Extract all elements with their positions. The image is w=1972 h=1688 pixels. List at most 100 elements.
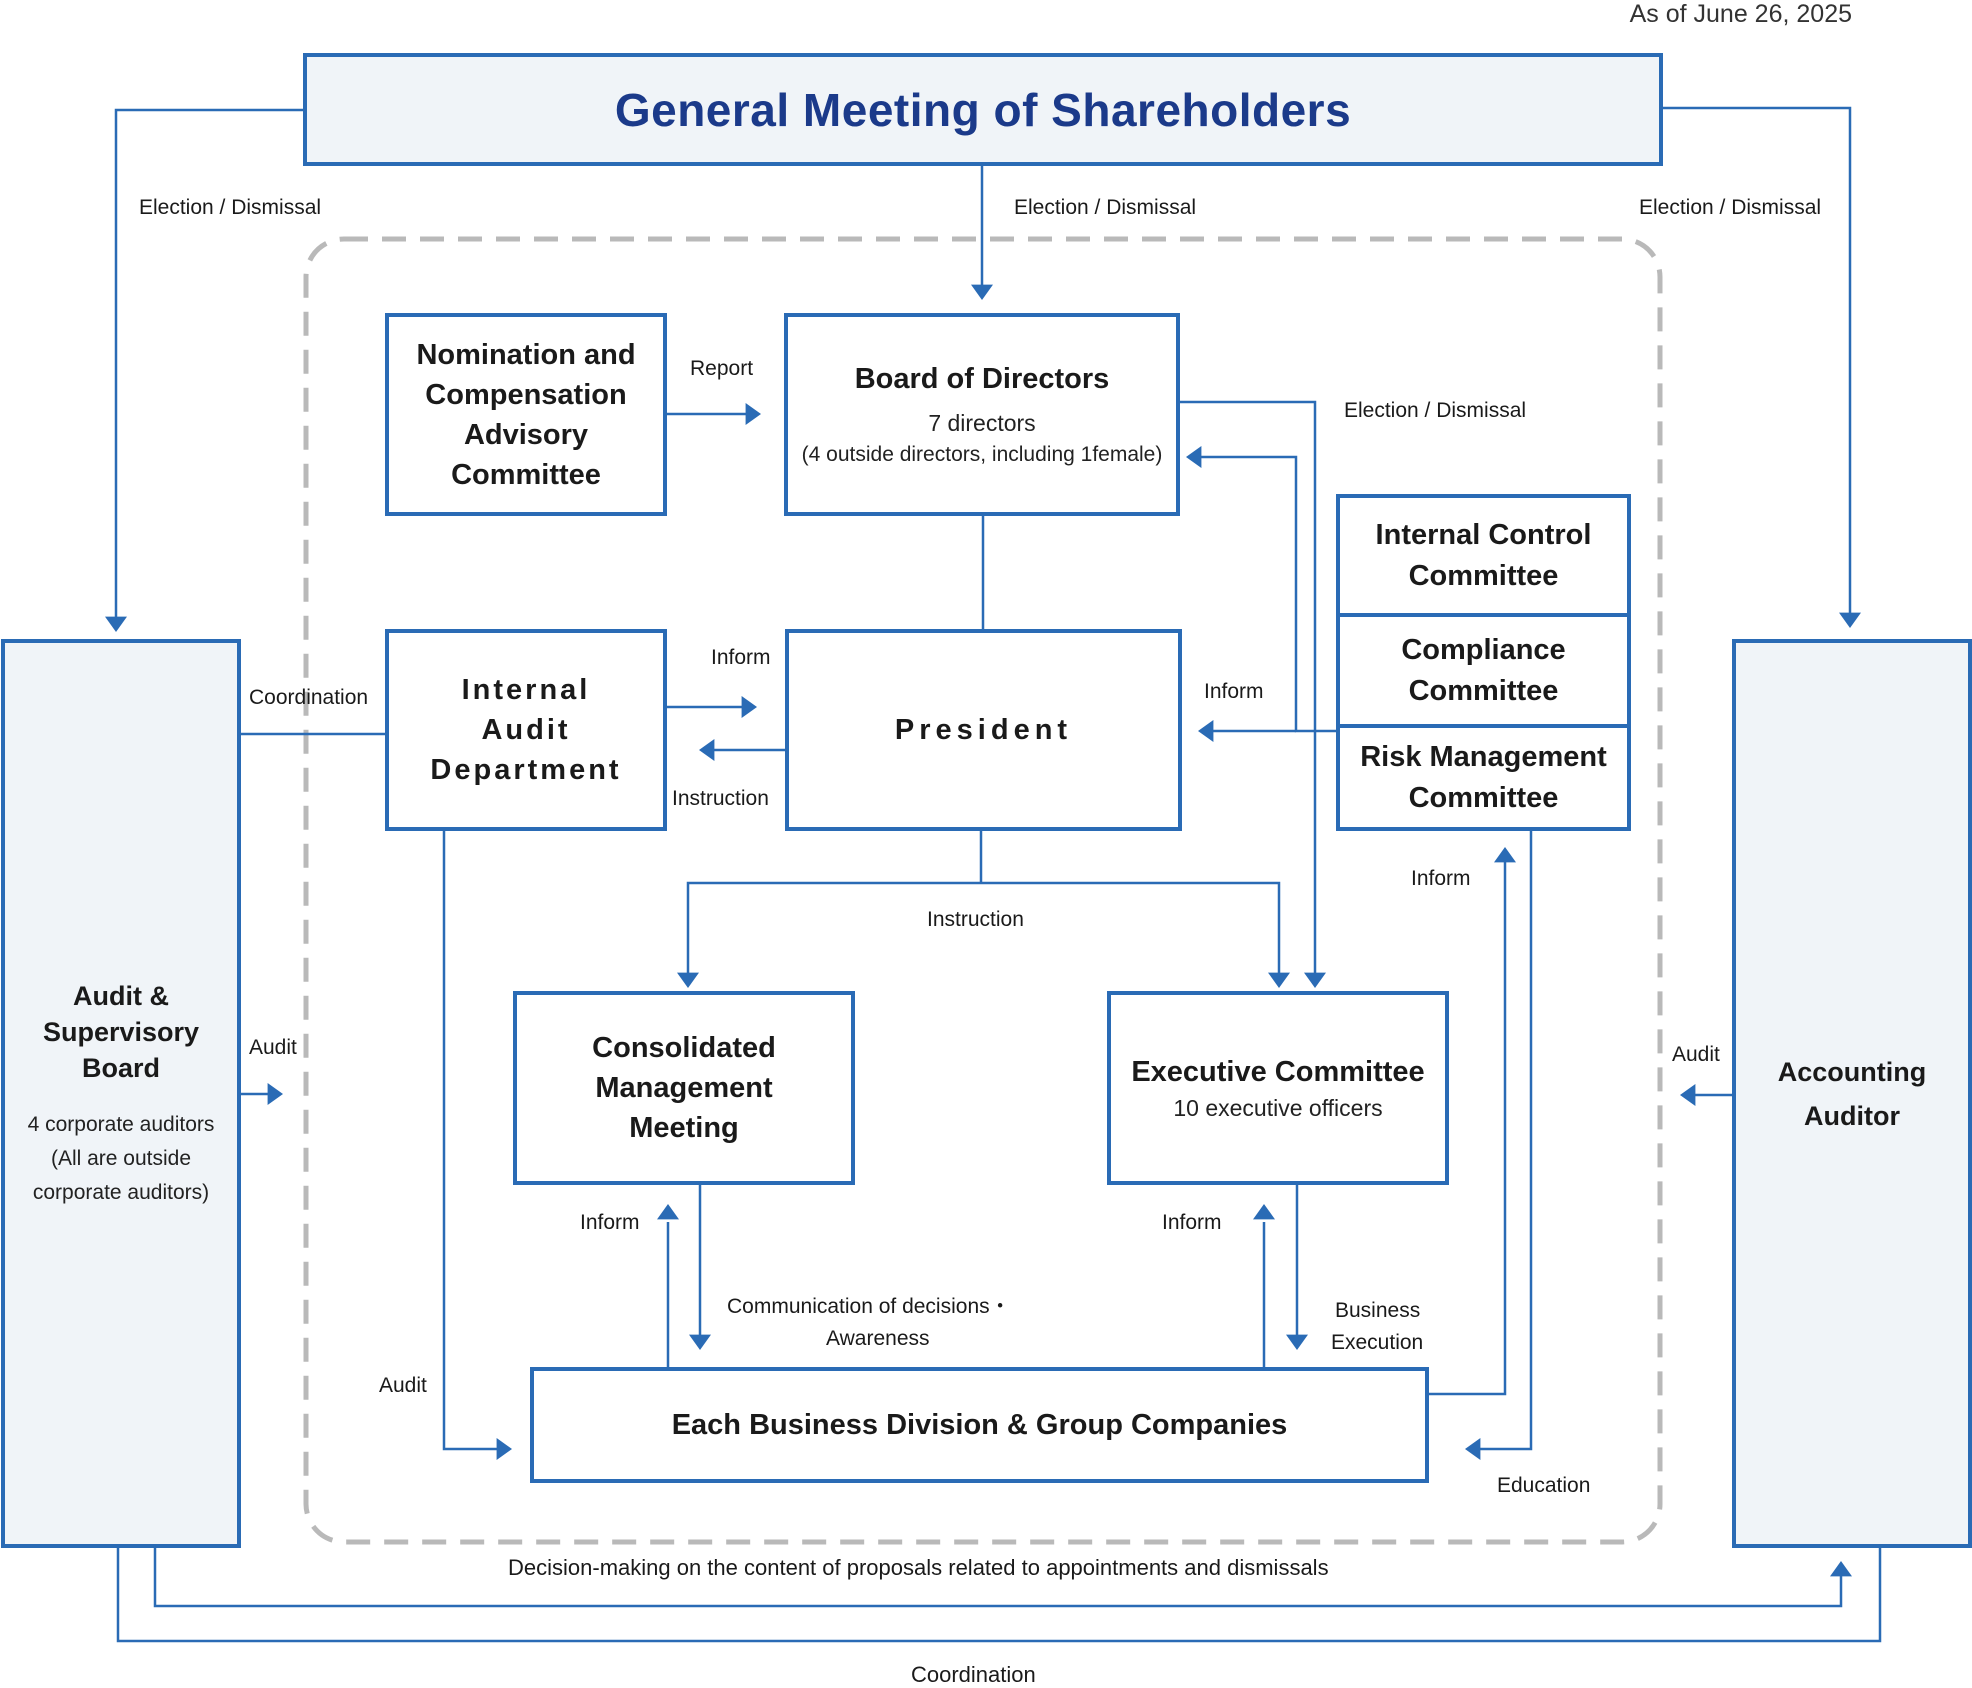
label-election-dismissal-center: Election / Dismissal	[1014, 196, 1197, 219]
arrow-board-to-exec	[1304, 972, 1326, 988]
arrow-gms-to-accounting	[1839, 612, 1861, 628]
label-communication-decisions: Communication of decisions・	[727, 1295, 1011, 1318]
arrow-consolidated-to-business	[689, 1334, 711, 1350]
risk-line-2: Committee	[1408, 781, 1559, 814]
internal-audit-line-1: Internal	[461, 674, 591, 706]
label-accounting-audit: Audit	[1672, 1043, 1720, 1066]
label-internal-audit-audit: Audit	[379, 1374, 427, 1397]
nomination-committee-box[interactable]: Nomination and Compensation Advisory Com…	[385, 313, 667, 516]
arrow-business-to-risk	[1494, 847, 1516, 863]
accounting-auditor-box[interactable]: Accounting Auditor	[1732, 639, 1972, 1548]
accounting-auditor-line-1: Accounting	[1777, 1056, 1927, 1087]
label-inform-committees: Inform	[1204, 680, 1264, 703]
label-coordination-left: Coordination	[249, 686, 369, 709]
line-instruction-branch	[686, 881, 1281, 977]
internal-control-line-2: Committee	[1408, 559, 1559, 592]
arrow-business-to-exec	[1253, 1204, 1275, 1220]
compliance-line-2: Committee	[1408, 674, 1559, 707]
risk-management-committee[interactable]: Risk Management Committee	[1340, 724, 1627, 827]
arrow-committees-to-board	[1186, 446, 1202, 468]
internal-control-line-1: Internal Control	[1375, 518, 1592, 551]
label-business: Business	[1335, 1299, 1421, 1322]
line-gms-to-accounting	[1663, 106, 1852, 616]
line-board-to-exec	[1180, 400, 1317, 976]
label-instruction-audit: Instruction	[672, 787, 769, 810]
board-title: Board of Directors	[854, 362, 1110, 395]
arrow-audit-inform	[741, 696, 757, 718]
general-meeting-title: General Meeting of Shareholders	[614, 83, 1352, 136]
president-title: President	[894, 714, 1073, 746]
arrow-accounting-audit	[1680, 1084, 1696, 1106]
nomination-line-3: Advisory Committee	[451, 418, 601, 491]
nomination-line-1: Nomination and	[416, 338, 636, 371]
label-execution: Execution	[1331, 1331, 1424, 1354]
compliance-committee[interactable]: Compliance Committee	[1340, 613, 1627, 724]
general-meeting-box[interactable]: General Meeting of Shareholders	[303, 53, 1663, 166]
president-box[interactable]: President	[785, 629, 1182, 831]
arrow-committees-to-president	[1198, 720, 1214, 742]
compliance-line-1: Compliance	[1401, 633, 1566, 666]
accounting-auditor-line-2: Auditor	[1804, 1100, 1900, 1131]
consolidated-line-1: Consolidated	[592, 1032, 776, 1064]
as-of-date: As of June 26, 2025	[1629, 0, 1852, 28]
arrow-gms-to-board	[971, 284, 993, 300]
line-committees-to-board	[1198, 455, 1336, 733]
internal-audit-department-box[interactable]: Internal Audit Department	[385, 629, 667, 831]
label-awareness: Awareness	[826, 1327, 930, 1350]
audit-board-title-1: Audit &	[73, 980, 169, 1011]
label-decision-making: Decision-making on the content of propos…	[508, 1555, 1329, 1580]
label-report: Report	[690, 357, 754, 380]
label-inform-risk: Inform	[1411, 867, 1471, 890]
arrow-to-exec	[1268, 972, 1290, 988]
line-business-to-risk	[1429, 862, 1507, 1396]
label-inform-executive: Inform	[1162, 1211, 1222, 1234]
audit-board-detail-1: 4 corporate auditors	[27, 1112, 215, 1136]
business-divisions-box[interactable]: Each Business Division & Group Companies	[530, 1367, 1429, 1483]
label-election-dismissal-board: Election / Dismissal	[1344, 399, 1527, 422]
line-internal-audit-to-business	[442, 831, 500, 1451]
internal-audit-line-2: Audit	[481, 714, 571, 746]
nomination-line-2: Compensation	[425, 378, 627, 411]
internal-audit-line-3: Department	[430, 754, 622, 786]
executive-region-dashed-border	[303, 236, 1663, 1545]
audit-board-title-2: Supervisory Board	[42, 1016, 200, 1083]
board-members: 7 directors	[928, 409, 1036, 436]
audit-board-detail-3: corporate auditors)	[32, 1180, 210, 1204]
arrow-audit-board-audit	[267, 1083, 283, 1105]
label-election-dismissal-left: Election / Dismissal	[139, 196, 322, 219]
arrow-president-instruction	[699, 739, 715, 761]
label-election-dismissal-right: Election / Dismissal	[1639, 196, 1822, 219]
consolidated-management-meeting-box[interactable]: Consolidated Management Meeting	[513, 991, 855, 1185]
audit-supervisory-board-box[interactable]: Audit & Supervisory Board 4 corporate au…	[1, 639, 241, 1548]
internal-control-committee[interactable]: Internal Control Committee	[1340, 498, 1627, 613]
line-risk-to-business	[1478, 831, 1533, 1451]
line-gms-to-audit-board	[114, 108, 303, 622]
label-instruction-down: Instruction	[927, 908, 1024, 931]
label-inform-audit: Inform	[711, 646, 771, 669]
executive-committee-box[interactable]: Executive Committee 10 executive officer…	[1107, 991, 1449, 1185]
label-coordination-bottom: Coordination	[911, 1662, 1036, 1687]
arrow-business-to-consolidated	[657, 1204, 679, 1220]
arrow-exec-to-business	[1286, 1334, 1308, 1350]
arrow-risk-to-business	[1465, 1438, 1481, 1460]
executive-committee-members: 10 executive officers	[1173, 1095, 1383, 1121]
board-detail: (4 outside directors, including 1female)	[801, 442, 1163, 466]
executive-committee-title: Executive Committee	[1131, 1056, 1425, 1088]
label-inform-consolidated: Inform	[580, 1211, 640, 1234]
arrow-to-consolidated	[677, 972, 699, 988]
business-divisions-title: Each Business Division & Group Companies	[671, 1409, 1288, 1441]
line-coordination-bottom	[116, 1547, 1882, 1643]
line-decision-making	[153, 1547, 1843, 1608]
arrow-gms-to-audit-board	[105, 616, 127, 632]
consolidated-line-2: Management	[595, 1072, 773, 1104]
consolidated-line-3: Meeting	[629, 1112, 739, 1144]
arrow-internal-audit-to-business	[496, 1438, 512, 1460]
risk-line-1: Risk Management	[1360, 740, 1607, 773]
arrow-decision-making	[1830, 1561, 1852, 1577]
audit-board-detail-2: (All are outside	[50, 1146, 192, 1170]
label-education: Education	[1497, 1474, 1591, 1497]
label-audit-board-audit: Audit	[249, 1036, 297, 1059]
board-of-directors-box[interactable]: Board of Directors 7 directors (4 outsid…	[784, 313, 1180, 516]
